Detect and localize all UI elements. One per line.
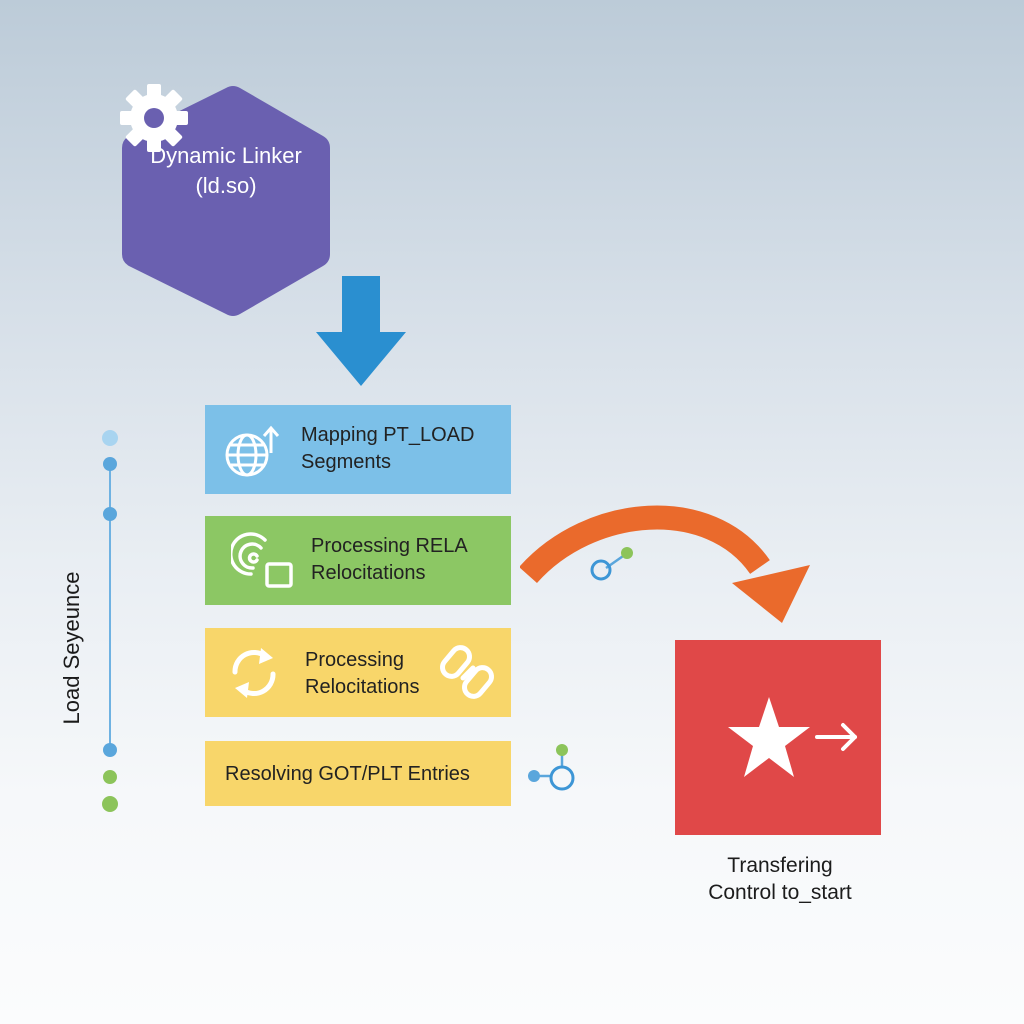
star-icon bbox=[728, 697, 810, 777]
caption-line: Control to_start bbox=[708, 881, 852, 904]
arrow-right-icon bbox=[815, 723, 857, 751]
step-label: Segments bbox=[301, 451, 392, 473]
step-processing-relocations: Processing Relocitations bbox=[205, 628, 511, 717]
step-label: Relocitations bbox=[311, 562, 426, 584]
timeline-node bbox=[103, 743, 117, 757]
caption-line: Transfering bbox=[727, 854, 833, 877]
linker-subtitle: (ld.so) bbox=[195, 173, 257, 198]
timeline-node bbox=[102, 796, 118, 812]
timeline-node bbox=[102, 430, 118, 446]
curved-arrow bbox=[520, 505, 810, 623]
refresh-icon bbox=[232, 648, 276, 698]
step-label: Processing bbox=[305, 649, 404, 671]
connector-node-icon bbox=[528, 744, 575, 791]
step-label: Relocitations bbox=[305, 676, 420, 698]
globe-upload-icon bbox=[225, 425, 280, 477]
linker-title: Dynamic Linker bbox=[150, 143, 302, 168]
connector-node-icon bbox=[590, 547, 633, 581]
step-resolving-got-plt: Resolving GOT/PLT Entries bbox=[205, 741, 511, 806]
step-label: Mapping PT_LOAD bbox=[301, 424, 475, 446]
timeline-node bbox=[103, 457, 117, 471]
chain-link-icon bbox=[440, 645, 494, 699]
down-arrow bbox=[316, 276, 406, 386]
step-mapping-segments: Mapping PT_LOAD Segments bbox=[205, 405, 511, 494]
step-processing-rela: Processing RELA Relocitations bbox=[205, 516, 511, 605]
timeline-node bbox=[103, 770, 117, 784]
gear-icon bbox=[120, 84, 188, 152]
spiral-square-icon bbox=[231, 532, 293, 588]
step-label: Processing RELA bbox=[311, 535, 468, 557]
timeline-node bbox=[103, 507, 117, 521]
load-sequence-timeline bbox=[102, 430, 118, 812]
transfer-control-box bbox=[675, 640, 881, 835]
load-sequence-label: Load Seyeunce bbox=[59, 571, 84, 725]
dynamic-linker-node: Dynamic Linker (ld.so) bbox=[118, 82, 334, 320]
transfer-control-caption: Transfering Control to_start bbox=[640, 852, 920, 906]
step-label: Resolving GOT/PLT Entries bbox=[225, 763, 470, 785]
